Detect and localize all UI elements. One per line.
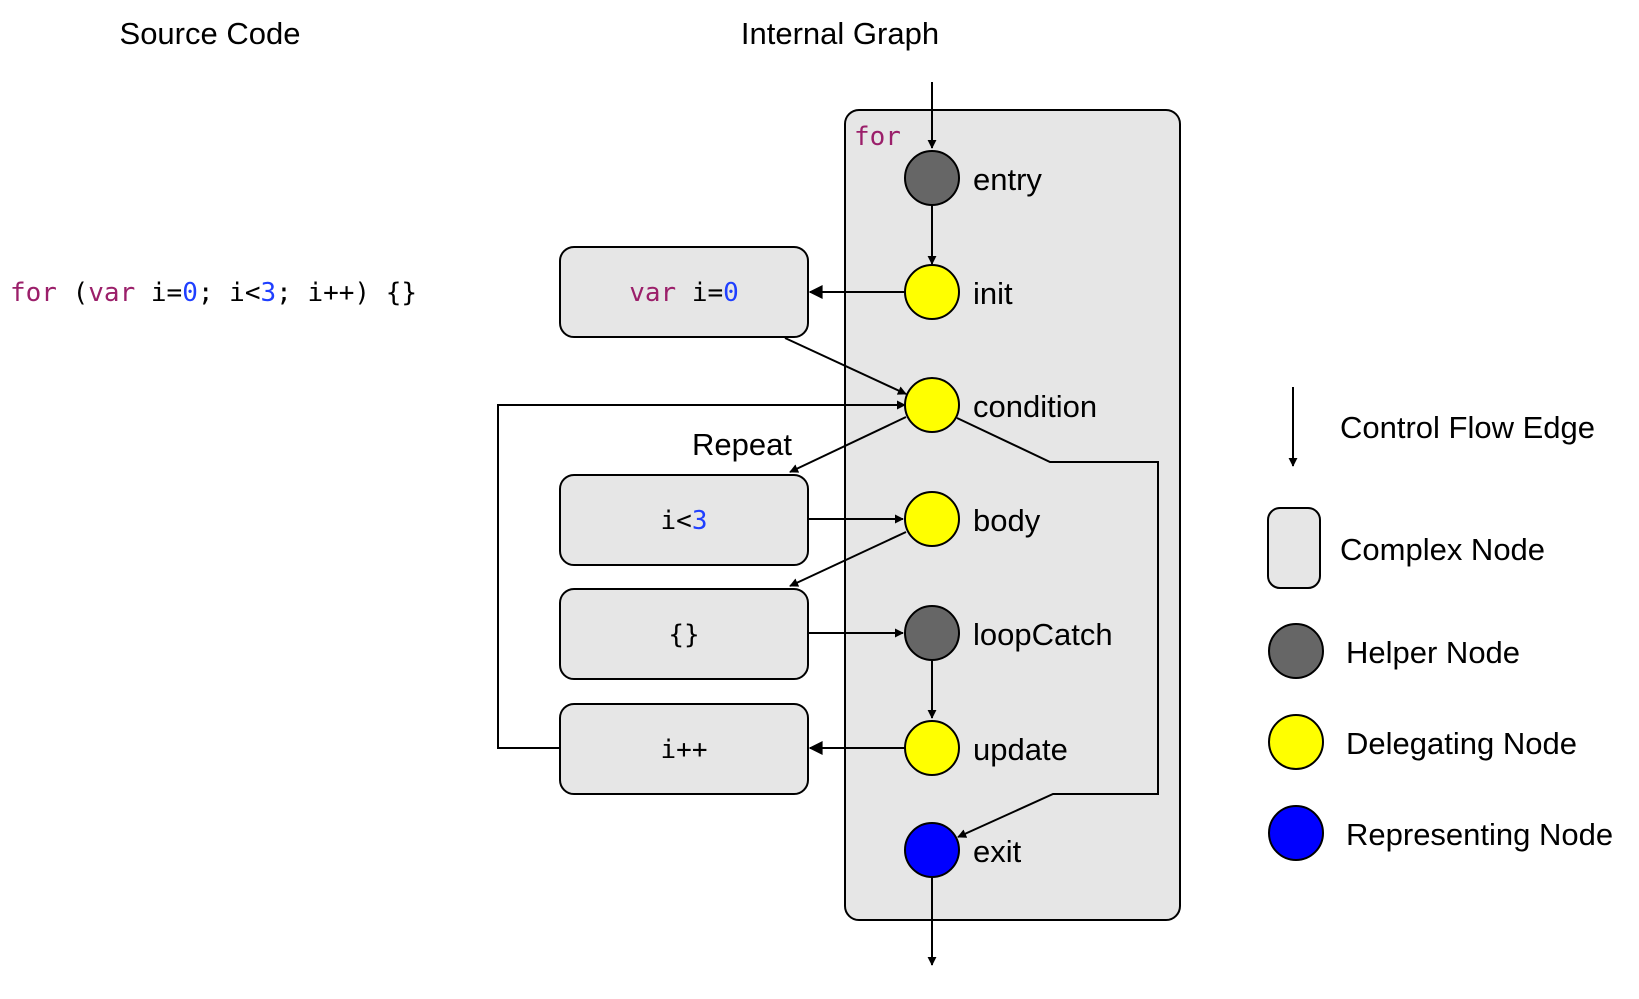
exit-node-label: exit [973, 834, 1022, 869]
init-box-text: var i=0 [629, 278, 739, 308]
source-zero: 0 [182, 278, 198, 308]
update-node [904, 720, 960, 776]
update-box-text: i++ [661, 735, 708, 765]
legend-delegating-label: Delegating Node [1346, 726, 1577, 761]
condition-node-label: condition [973, 389, 1097, 424]
legend-delegating-swatch [1268, 714, 1324, 770]
init-box-num: 0 [723, 278, 739, 308]
entry-node [904, 150, 960, 206]
body-node [904, 491, 960, 547]
init-node [904, 264, 960, 320]
source-for-keyword: for [10, 278, 57, 308]
init-node-label: init [973, 276, 1013, 311]
loopcatch-node [904, 605, 960, 661]
update-node-label: update [973, 732, 1068, 767]
condition-box-num: 3 [692, 506, 708, 536]
exit-node [904, 822, 960, 878]
body-node-label: body [973, 503, 1041, 538]
body-box-text: {} [668, 620, 699, 650]
source-open: ( [57, 278, 88, 308]
internal-graph-heading: Internal Graph [741, 16, 939, 51]
legend-complex-label: Complex Node [1340, 532, 1545, 567]
legend-helper-label: Helper Node [1346, 635, 1520, 670]
source-mid: ; i< [198, 278, 261, 308]
edge-updatebox-loop-back [497, 400, 906, 749]
source-var-keyword: var [88, 278, 135, 308]
entry-node-label: entry [973, 162, 1042, 197]
edge-initbox-condition [784, 337, 907, 395]
repeat-label: Repeat [692, 427, 792, 462]
init-box [559, 246, 809, 338]
init-box-rest: i= [676, 278, 723, 308]
loopcatch-node-label: loopCatch [973, 617, 1113, 652]
condition-box-rest: i< [661, 506, 692, 536]
condition-box-text: i<3 [661, 506, 708, 536]
edge-condition-condbox [789, 416, 907, 473]
edge-condition-exit [956, 417, 1159, 838]
edge-body-bodybox [789, 531, 907, 587]
source-i-eq: i= [135, 278, 182, 308]
condition-node [904, 377, 960, 433]
legend-representing-label: Representing Node [1346, 817, 1613, 852]
legend-edge-label: Control Flow Edge [1340, 410, 1595, 445]
legend-representing-swatch [1268, 805, 1324, 861]
init-box-var: var [629, 278, 676, 308]
source-tail: ; i++) {} [276, 278, 417, 308]
source-code-line: for (var i=0; i<3; i++) {} [10, 278, 417, 308]
source-code-heading: Source Code [120, 16, 301, 51]
legend-complex-swatch [1267, 507, 1321, 589]
source-three: 3 [261, 278, 277, 308]
legend-helper-swatch [1268, 623, 1324, 679]
for-container-label: for [854, 122, 901, 152]
